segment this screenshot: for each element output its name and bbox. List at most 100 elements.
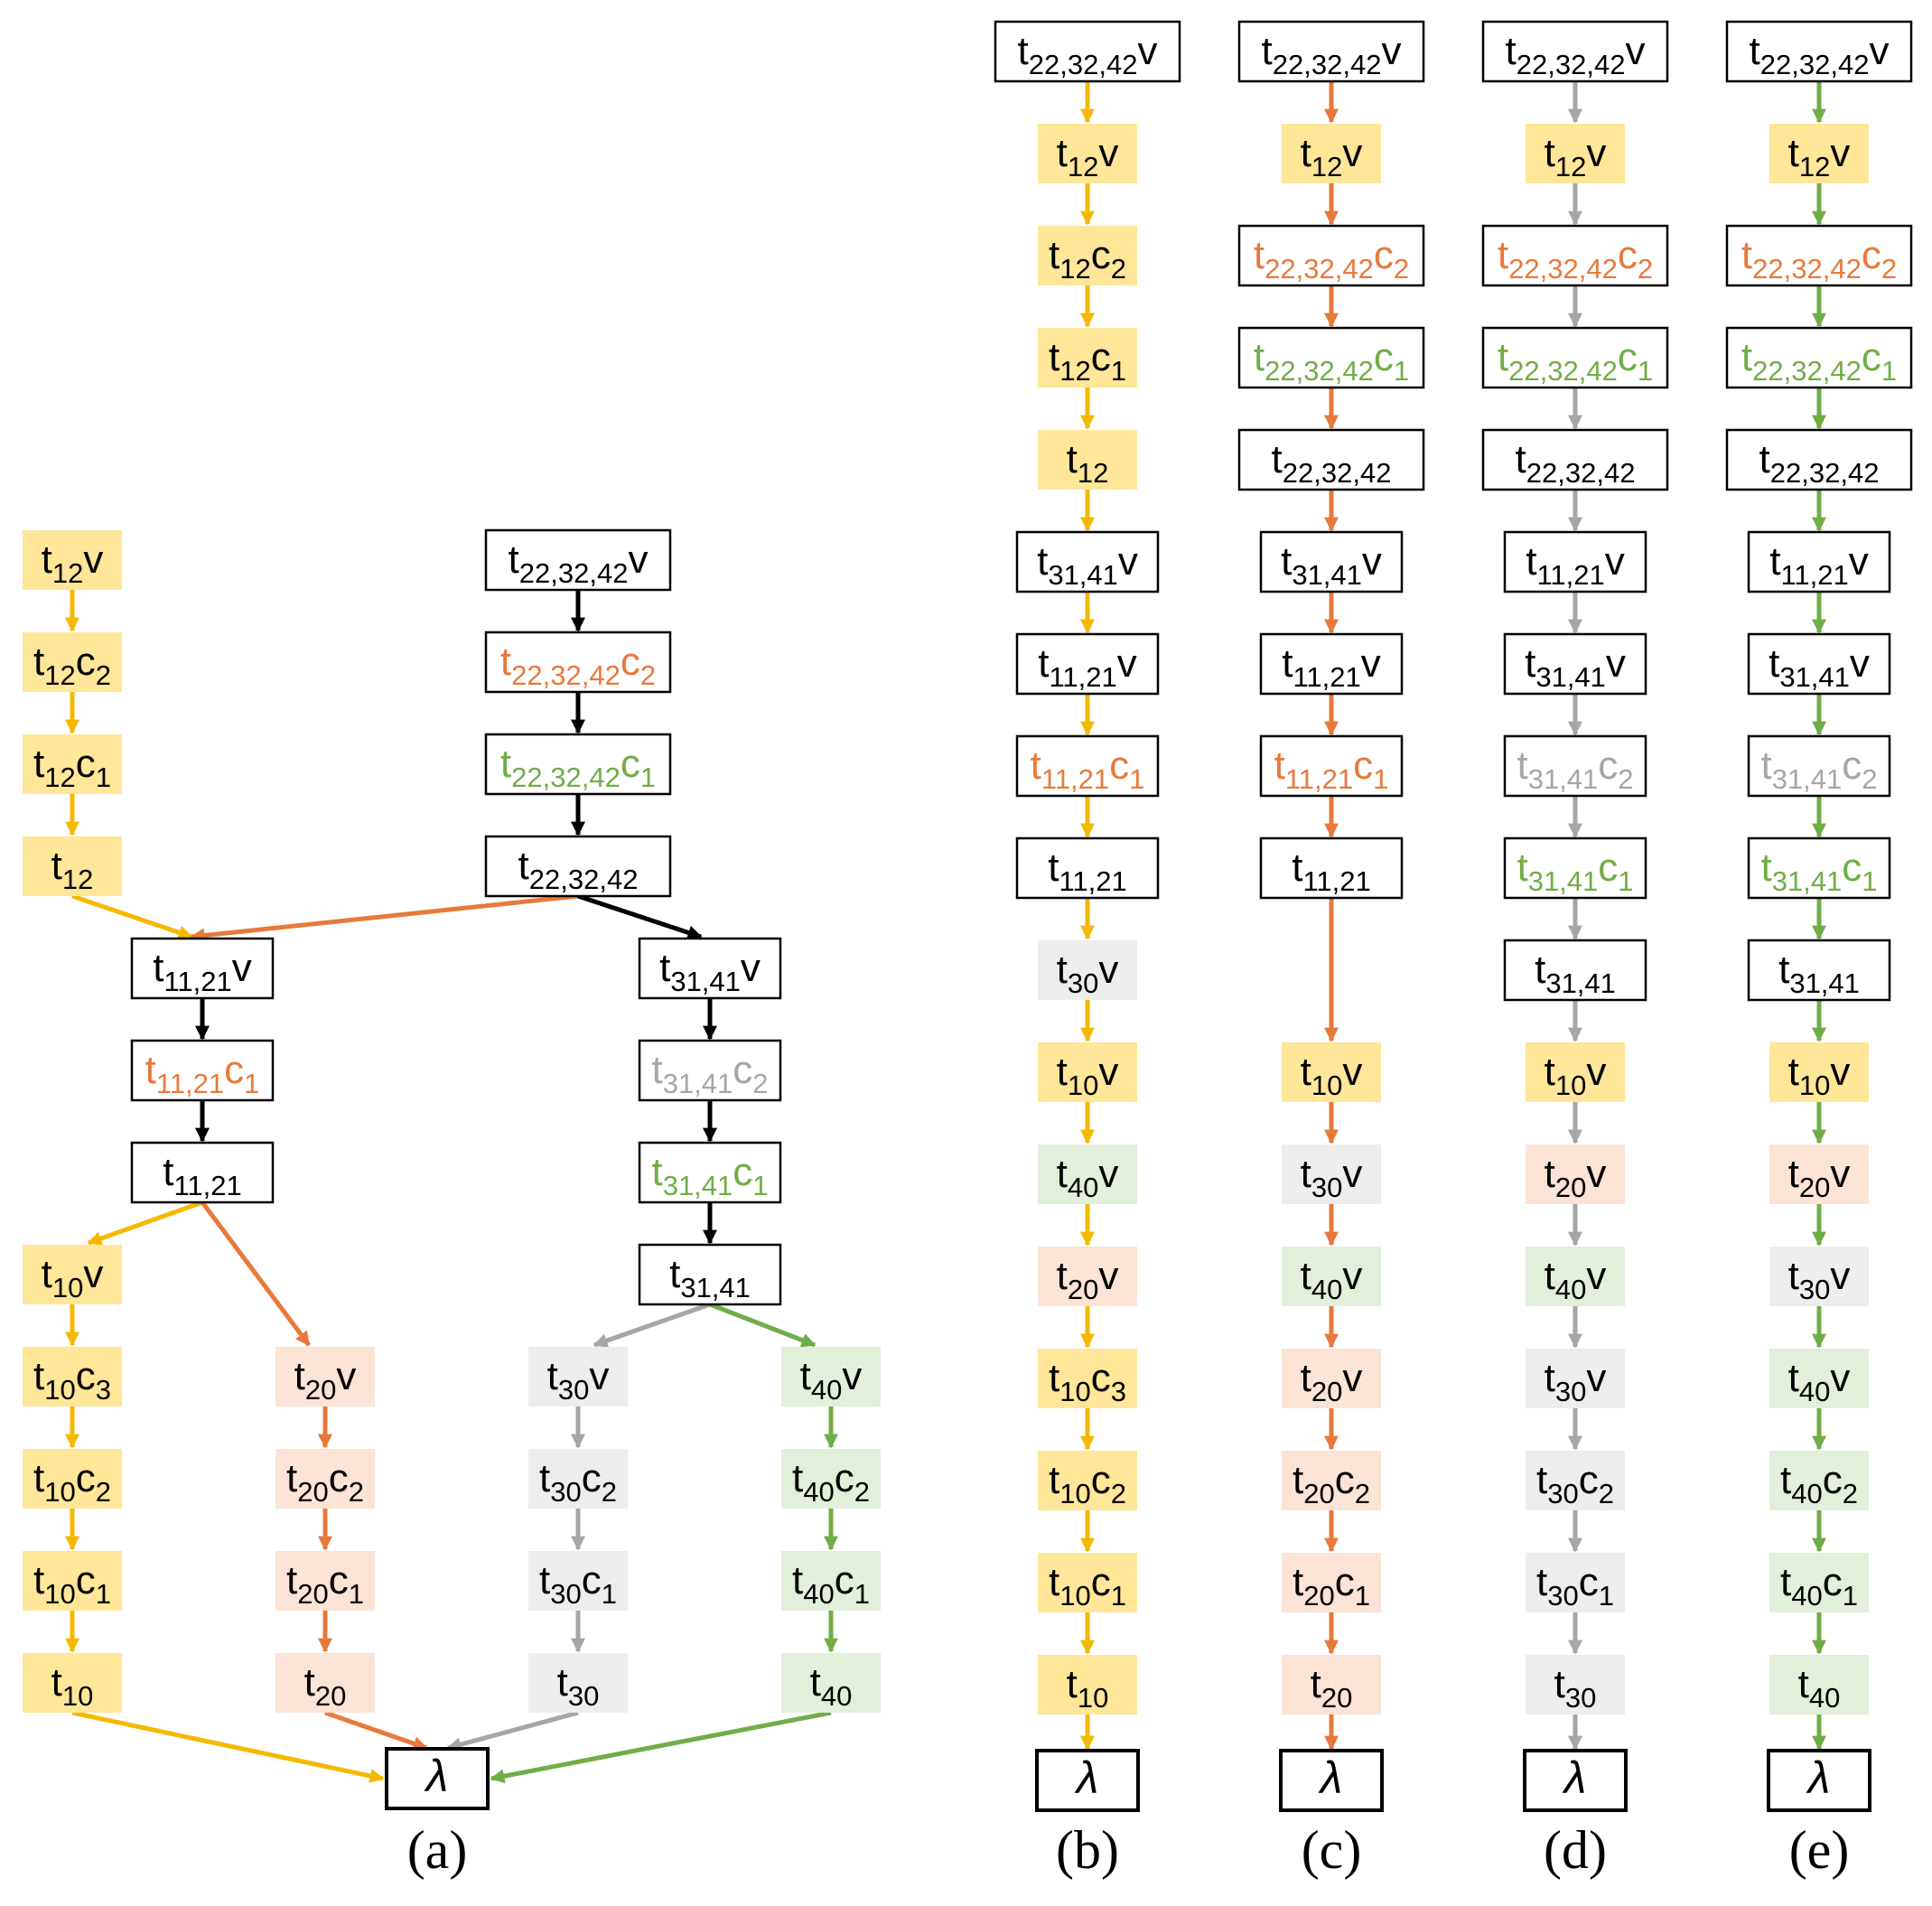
node-a-t40: t40 <box>781 1653 881 1713</box>
chain-c-node-16: t20 <box>1282 1655 1381 1714</box>
node-a-t12: t12 <box>23 836 122 896</box>
svg-text:t12c1: t12c1 <box>1049 335 1126 387</box>
svg-text:t31,41v: t31,41v <box>1281 539 1382 591</box>
svg-text:t10v: t10v <box>42 1252 104 1303</box>
chain-e-node-15: t40c1 <box>1769 1553 1869 1612</box>
svg-text:t10c3: t10c3 <box>1049 1356 1126 1407</box>
svg-text:t22,32,42c1: t22,32,42c1 <box>1498 335 1653 387</box>
node-a-t40v: t40v <box>781 1347 881 1406</box>
node-a-t223242c1: t22,32,42c1 <box>484 733 672 796</box>
svg-text:t31,41c1: t31,41c1 <box>1517 846 1633 897</box>
svg-text:t11,21v: t11,21v <box>153 946 252 997</box>
chain-e-node-12: t30v <box>1769 1247 1869 1306</box>
node-a-t10v: t10v <box>23 1245 122 1304</box>
chain-b-node-16: t10 <box>1038 1655 1137 1714</box>
chain-c-node-10: t10v <box>1282 1042 1381 1102</box>
svg-text:t10v: t10v <box>1301 1050 1363 1101</box>
node-a-t3141: t31,41 <box>638 1243 782 1306</box>
chain-b-node-15: t10c1 <box>1038 1553 1137 1612</box>
chain-c-node-3: t22,32,42c1 <box>1237 326 1425 389</box>
svg-text:t40c1: t40c1 <box>792 1558 870 1610</box>
svg-text:t31,41c2: t31,41c2 <box>1517 743 1633 795</box>
node-a-t12c2: t12c2 <box>23 632 122 692</box>
svg-text:t40v: t40v <box>1545 1254 1607 1305</box>
svg-text:λ: λ <box>1074 1752 1099 1803</box>
node-a-t1121v: t11,21v <box>130 937 275 1000</box>
svg-text:t10v: t10v <box>1788 1050 1851 1101</box>
edge-t20-to-lambda <box>324 1710 428 1751</box>
svg-text:t10: t10 <box>51 1660 94 1712</box>
svg-text:t40v: t40v <box>800 1354 863 1406</box>
svg-text:t20c1: t20c1 <box>1293 1560 1370 1612</box>
svg-text:t20v: t20v <box>294 1354 357 1406</box>
svg-text:t22,32,42c2: t22,32,42c2 <box>1741 233 1897 285</box>
chain-b-node-12: t20v <box>1038 1247 1137 1306</box>
svg-text:t31,41v: t31,41v <box>1037 539 1138 591</box>
node-a-t223242v: t22,32,42v <box>484 528 672 592</box>
chain-e-node-13: t40v <box>1769 1349 1869 1408</box>
chain-d-node-3: t22,32,42c1 <box>1481 326 1669 389</box>
svg-text:λ: λ <box>1562 1752 1587 1803</box>
node-a-t20: t20 <box>275 1653 375 1713</box>
chain-d-node-2: t22,32,42c2 <box>1481 224 1669 287</box>
svg-text:t22,32,42v: t22,32,42v <box>1506 29 1646 80</box>
captions-layer: (a)(b)(c)(d)(e) <box>407 1820 1850 1880</box>
chain-e-node-14: t40c2 <box>1769 1451 1869 1510</box>
svg-text:t12v: t12v <box>1057 131 1119 182</box>
chain-e-node-3: t22,32,42c1 <box>1725 326 1913 389</box>
chain-d-node-16: t30 <box>1526 1655 1625 1714</box>
svg-text:t12c2: t12c2 <box>33 640 111 691</box>
svg-text:t11,21c1: t11,21c1 <box>145 1048 260 1099</box>
chain-e-node-11: t20v <box>1769 1145 1869 1204</box>
svg-text:t20v: t20v <box>1545 1152 1607 1203</box>
svg-text:λ: λ <box>1318 1752 1343 1803</box>
chain-d-node-7: t31,41c2 <box>1503 734 1647 798</box>
edge-t30-to-lambda <box>446 1710 579 1752</box>
chain-b-node-14: t10c2 <box>1038 1451 1137 1510</box>
chain-e-node-9: t31,41 <box>1747 939 1891 1002</box>
svg-text:t12v: t12v <box>1788 131 1851 182</box>
caption-a: (a) <box>407 1820 468 1880</box>
caption-b: (b) <box>1056 1820 1119 1880</box>
chain-c-node-17: λ <box>1279 1749 1384 1812</box>
svg-text:t10c1: t10c1 <box>33 1558 111 1610</box>
chain-d-node-0: t22,32,42v <box>1481 20 1669 83</box>
svg-text:t31,41v: t31,41v <box>1525 641 1626 693</box>
chain-e-node-1: t12v <box>1769 124 1869 183</box>
svg-text:t22,32,42c1: t22,32,42c1 <box>1254 335 1409 387</box>
svg-text:t22,32,42v: t22,32,42v <box>1018 29 1158 80</box>
chain-d-node-13: t30v <box>1526 1349 1625 1408</box>
svg-text:t22,32,42c2: t22,32,42c2 <box>1254 233 1409 285</box>
svg-text:t30: t30 <box>1554 1662 1597 1714</box>
svg-text:t20c2: t20c2 <box>286 1456 364 1508</box>
chain-b-node-7: t11,21c1 <box>1015 734 1160 798</box>
node-a-t20c2: t20c2 <box>275 1449 375 1509</box>
svg-text:t40c2: t40c2 <box>1780 1458 1858 1509</box>
chain-e-node-4: t22,32,42 <box>1725 428 1913 491</box>
chain-b-node-11: t40v <box>1038 1145 1137 1204</box>
svg-text:t11,21c1: t11,21c1 <box>1274 743 1389 795</box>
chain-c-node-13: t20v <box>1282 1349 1381 1408</box>
svg-text:t30v: t30v <box>1788 1254 1851 1305</box>
chain-d-node-10: t10v <box>1526 1042 1625 1102</box>
chain-b-node-17: λ <box>1035 1749 1140 1812</box>
svg-text:t22,32,42: t22,32,42 <box>1516 437 1636 489</box>
svg-text:t11,21c1: t11,21c1 <box>1031 743 1145 795</box>
node-a-t30: t30 <box>528 1653 628 1713</box>
edges-layer <box>64 81 1827 1784</box>
node-a-t12v: t12v <box>23 530 122 590</box>
svg-text:t22,32,42: t22,32,42 <box>1272 437 1392 489</box>
svg-text:t12c2: t12c2 <box>1049 233 1126 285</box>
svg-text:t10v: t10v <box>1545 1050 1607 1101</box>
chain-c-node-1: t12v <box>1282 124 1381 183</box>
svg-text:t22,32,42c1: t22,32,42c1 <box>500 742 656 793</box>
chain-e-node-8: t31,41c1 <box>1747 836 1891 900</box>
node-a-t20v: t20v <box>275 1347 375 1406</box>
svg-text:t22,32,42v: t22,32,42v <box>509 537 649 589</box>
chain-e-node-5: t11,21v <box>1747 530 1891 593</box>
svg-text:t30v: t30v <box>1301 1152 1363 1203</box>
node-a-t10: t10 <box>23 1653 122 1713</box>
chain-b-node-0: t22,32,42v <box>994 20 1181 83</box>
svg-text:t10v: t10v <box>1057 1050 1119 1101</box>
